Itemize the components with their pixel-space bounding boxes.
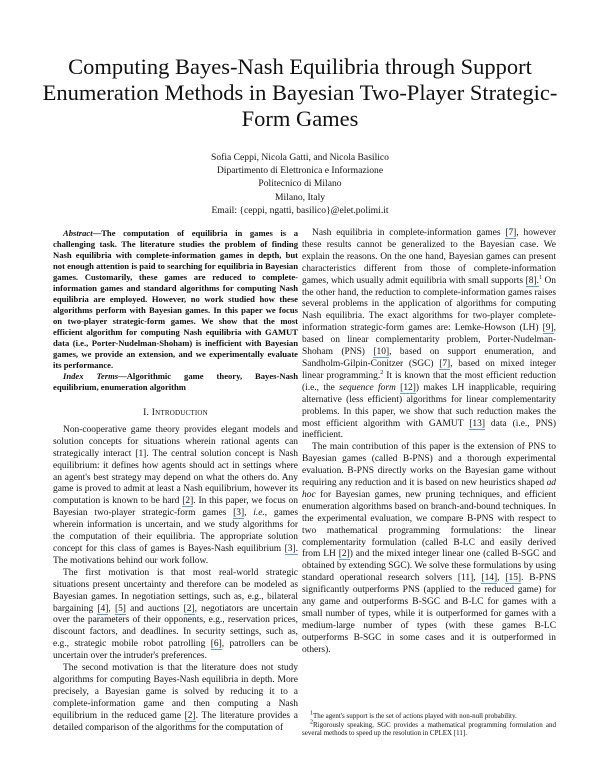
affiliation-location: Milano, Italy [274,191,326,203]
text-run: ) makes LH inapplicable, requiring alter… [302,382,556,429]
italic-text: i.e. [253,508,265,519]
text-run: for Bayesian games, new pruning techniqu… [302,489,556,560]
italic-text: sequence form [339,382,396,393]
paragraph: The second motivation is that the litera… [53,663,298,734]
author-block: Sofia Ceppi, Nicola Gatti, and Nicola Ba… [100,151,500,217]
citation-link[interactable]: [2] [182,496,194,508]
text-run: Rigorously speaking, SGC provides a math… [302,720,556,738]
text-run: , based on linear complementarity proble… [302,323,556,358]
footnote-marker: 2 [380,369,384,376]
citation-link[interactable]: [14] [481,573,498,585]
text-run: , based on support enumeration, and Sand… [302,347,556,369]
citation-link[interactable]: [2] [338,549,350,561]
abstract: Abstract—The computation of equilibria i… [53,228,298,393]
citation-link[interactable]: [4] [97,603,109,615]
introduction-right: Nash equilibria in complete-information … [302,228,556,657]
footnote-marker: 1 [538,274,542,281]
citation-link[interactable]: [13] [469,418,485,430]
text-run: The agent's support is the set of action… [313,712,517,720]
section-heading: I. Introduction [143,407,208,418]
text-run: , based on mixed integer linear programm… [302,358,556,381]
text-run: It is known that the most efficient redu… [302,370,556,393]
italic-text: Index Terms [63,371,119,381]
italic-text: Abstract [63,228,93,238]
text-run: —Algorithmic game theory, Bayes-Nash equ… [53,371,298,392]
right-column: Nash equilibria in complete-information … [302,228,556,657]
citation-link[interactable]: [6] [210,639,222,651]
paragraph: Non-cooperative game theory provides ele… [53,425,298,568]
text-run: , games wherein information is uncertain… [53,508,298,554]
text-run: , [244,508,254,519]
text-run: and auctions [125,603,184,614]
paragraph: 1The agent's support is the set of actio… [302,710,556,721]
citation-link[interactable]: [7] [505,228,517,239]
text-run: The main contribution of this paper is t… [302,442,556,489]
paragraph: Nash equilibria in complete-information … [302,228,556,442]
text-run: , [108,603,115,614]
text-run: On the other hand, the reduction to comp… [302,275,556,334]
citation-link[interactable]: [5] [114,603,126,615]
affiliation-department: Dipartimento di Elettronica e Informazio… [216,165,384,177]
citation-link[interactable]: [2] [183,603,195,615]
text-run: data (i.e., PNS) inefficient. [302,418,556,441]
author-names: Sofia Ceppi, Nicola Gatti, and Nicola Ba… [211,152,389,163]
text-run: Nash equilibria in complete-information … [312,228,506,238]
citation-link[interactable]: [2] [184,710,196,722]
text-run: Non-cooperative game theory provides ele… [53,424,298,507]
paragraph: Abstract—The computation of equilibria i… [53,228,298,371]
footnote-marker: 2 [310,719,313,726]
paragraph: Index Terms—Algorithmic game theory, Bay… [53,371,298,393]
footnote-marker: 1 [310,710,313,717]
text-run: The first motivation is that most real-w… [53,567,298,614]
italic-text: ad hoc [302,478,556,500]
paragraph: The first motivation is that most real-w… [53,568,298,663]
paper-title: Computing Bayes-Nash Equilibria through … [42,54,558,131]
text-run: . In this paper, we focus on Bayesian tw… [53,496,298,519]
text-run: ) and the mixed integer linear one (call… [302,549,556,584]
text-run: The second motivation is that the litera… [53,663,298,721]
author-email: Email: {ceppi, ngatti, basilico}@elet.po… [211,204,389,216]
paragraph: The main contribution of this paper is t… [302,442,556,656]
text-run: . B-PNS significantly outperforms PNS (a… [302,573,557,655]
introduction-left: Non-cooperative game theory provides ele… [53,425,298,735]
citation-link[interactable]: [10] [373,347,390,359]
citation-link[interactable]: [9] [542,323,554,335]
text-run: , [497,573,506,584]
paragraph: 2Rigorously speaking, SGC provides a mat… [302,719,556,738]
citation-link[interactable]: [7] [439,358,451,370]
text-run: —The computation of equilibria in games … [53,228,298,370]
citation-link[interactable]: [8]. [525,275,539,287]
text-run: The motivations behind our work follow. [53,555,209,566]
citation-link[interactable]: [3] [233,508,245,520]
text-run: , however these results cannot be genera… [302,228,556,286]
affiliation-institution: Politecnico di Milano [258,178,342,190]
citation-link[interactable]: [15] [505,573,522,585]
citation-link[interactable]: [3]. [284,543,298,555]
text-run: , patrollers can be uncertain over the i… [53,639,298,662]
text-run: , negotiators are uncertain over the par… [53,603,299,650]
footnotes: 1The agent's support is the set of actio… [302,710,556,738]
text-run: . The literature provides a detailed com… [53,710,298,733]
citation-link[interactable]: [12] [400,382,416,394]
left-column: Abstract—The computation of equilibria i… [53,228,298,734]
